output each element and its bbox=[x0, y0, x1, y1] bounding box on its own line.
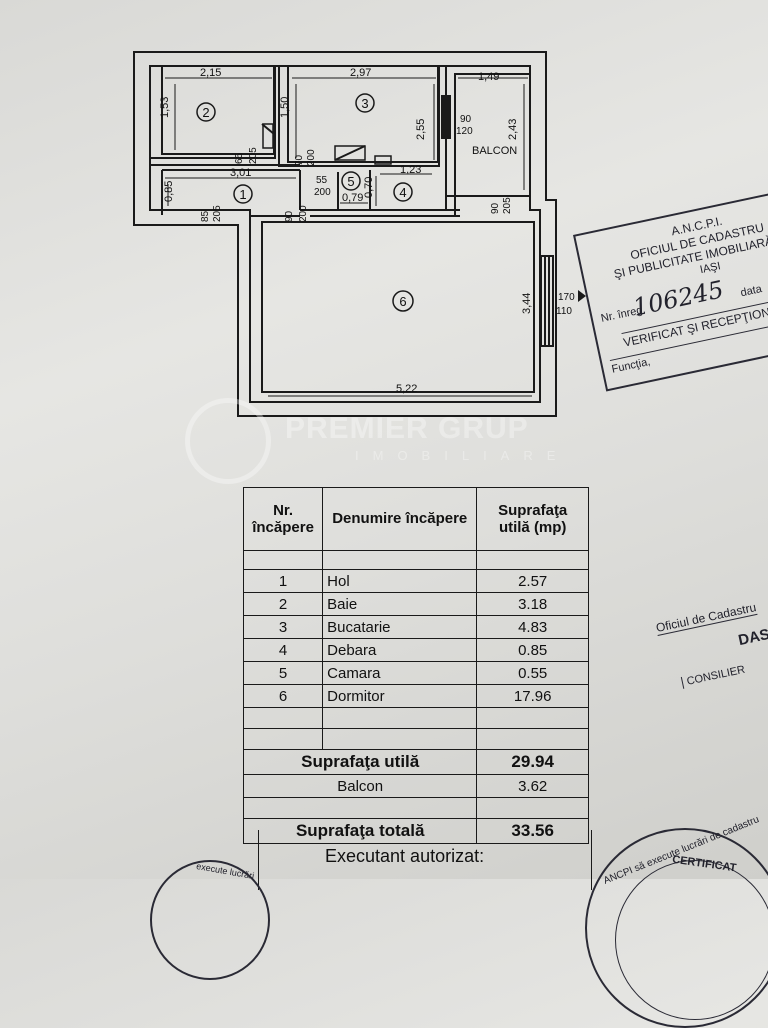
row-area: 0.85 bbox=[476, 638, 589, 662]
header-name: Denumire încăpere bbox=[322, 487, 478, 551]
room-3-walls bbox=[278, 65, 440, 167]
door-label: 170 bbox=[558, 292, 575, 303]
dim-label: 0,79 bbox=[342, 192, 363, 204]
dim-label: 2,15 bbox=[200, 67, 221, 79]
door-label: 70 bbox=[294, 154, 305, 166]
table-row: 5 Camara 0.55 bbox=[242, 661, 589, 685]
executant-box bbox=[258, 830, 592, 890]
executant-label: Executant autorizat: bbox=[325, 846, 485, 866]
row-name: Dormitor bbox=[322, 684, 478, 708]
room-number-1: 1 bbox=[239, 187, 246, 202]
table-row: 3 Bucatarie 4.83 bbox=[242, 615, 589, 639]
table-row: 2 Baie 3.18 bbox=[242, 592, 589, 616]
oficiu-stamp: Oficiul de Cadastru DASC CONSILIER bbox=[648, 557, 768, 698]
useful-area-label: Suprafaţa utilă bbox=[242, 749, 478, 775]
table-row: 6 Dormitor 17.96 bbox=[242, 684, 589, 708]
dim-label: 3,44 bbox=[521, 293, 533, 314]
row-name: Bucatarie bbox=[322, 615, 478, 639]
window-kitchen bbox=[441, 95, 451, 139]
row-nr: 2 bbox=[242, 592, 324, 616]
table-header: Nr. încăpere Denumire încăpere Suprafaţa… bbox=[242, 487, 589, 551]
stamp-line: IAŞI bbox=[698, 260, 722, 277]
door-label: 205 bbox=[212, 205, 223, 222]
door-label: 90 bbox=[284, 210, 295, 222]
door-label: 200 bbox=[314, 187, 331, 198]
stamp-line: CONSILIER bbox=[680, 663, 747, 689]
row-name: Hol bbox=[322, 569, 478, 593]
row-nr: 4 bbox=[242, 638, 324, 662]
watermark: PREMIER GRUP IMOBILIARE bbox=[185, 398, 585, 488]
row-area: 4.83 bbox=[476, 615, 589, 639]
row-area: 17.96 bbox=[476, 684, 589, 708]
door-label: 110 bbox=[556, 306, 572, 317]
row-name: Baie bbox=[322, 592, 478, 616]
balcony-label: Balcon bbox=[242, 774, 478, 798]
row-nr: 5 bbox=[242, 661, 324, 685]
watermark-sub: IMOBILIARE bbox=[355, 448, 570, 463]
room-6-walls bbox=[261, 221, 535, 393]
stamp-data-label: data bbox=[739, 283, 764, 300]
outer-wall bbox=[133, 51, 557, 417]
room-number-3: 3 bbox=[361, 96, 368, 111]
total-area-value: 33.56 bbox=[476, 818, 589, 844]
door-label: 205 bbox=[502, 197, 513, 214]
row-area: 3.18 bbox=[476, 592, 589, 616]
window-bedroom bbox=[540, 255, 554, 347]
header-nr: Nr. încăpere bbox=[242, 487, 324, 551]
row-name: Debara bbox=[322, 638, 478, 662]
room-number-5: 5 bbox=[347, 174, 354, 189]
dim-label: 1,50 bbox=[279, 97, 291, 118]
total-area-row: Suprafaţa totală 33.56 bbox=[242, 818, 589, 844]
useful-area-value: 29.94 bbox=[476, 749, 589, 775]
dim-label: 0,70 bbox=[363, 177, 375, 198]
balcony-row: Balcon 3.62 bbox=[242, 774, 589, 798]
row-name: Camara bbox=[322, 661, 478, 685]
room-number-4: 4 bbox=[399, 185, 406, 200]
dim-label: 2,97 bbox=[350, 67, 371, 79]
dim-label: 0,85 bbox=[163, 181, 175, 202]
row-area: 0.55 bbox=[476, 661, 589, 685]
house-logo-icon bbox=[185, 398, 271, 484]
dim-label: 5,22 bbox=[396, 383, 417, 395]
door-label: 200 bbox=[306, 149, 317, 166]
door-label: 90 bbox=[490, 202, 501, 214]
total-area-label: Suprafaţa totală bbox=[242, 818, 478, 844]
row-nr: 6 bbox=[242, 684, 324, 708]
stamp-line: DASC bbox=[736, 623, 768, 650]
round-seal-inner bbox=[615, 860, 768, 1020]
dim-label: 2,55 bbox=[415, 119, 427, 140]
door-label: 55 bbox=[316, 175, 328, 186]
row-nr: 3 bbox=[242, 615, 324, 639]
door-label: 200 bbox=[298, 205, 309, 222]
door-label: 90 bbox=[460, 114, 472, 125]
row-nr: 1 bbox=[242, 569, 324, 593]
dim-label: 1,53 bbox=[159, 97, 171, 118]
dim-label: 1,23 bbox=[400, 164, 421, 176]
room-number-6: 6 bbox=[399, 294, 406, 309]
dim-label: 1,49 bbox=[478, 71, 499, 83]
row-area: 2.57 bbox=[476, 569, 589, 593]
room-number-2: 2 bbox=[202, 105, 209, 120]
door-label: 65 bbox=[234, 152, 245, 164]
dim-label: 2,43 bbox=[507, 119, 519, 140]
rooms-table: Nr. încăpere Denumire încăpere Suprafaţa… bbox=[242, 487, 589, 844]
table-row: 4 Debara 0.85 bbox=[242, 638, 589, 662]
dim-label: 3,01 bbox=[230, 167, 251, 179]
header-area: Suprafaţa utilă (mp) bbox=[476, 487, 589, 551]
door-label: 120 bbox=[456, 126, 473, 137]
useful-area-row: Suprafaţa utilă 29.94 bbox=[242, 749, 589, 775]
table-row: 1 Hol 2.57 bbox=[242, 569, 589, 593]
balcony-value: 3.62 bbox=[476, 774, 589, 798]
balcony-label: BALCON bbox=[472, 145, 517, 157]
door-label: 205 bbox=[248, 147, 259, 164]
floor-plan: 2,15 2,97 1,49 1,53 1,50 2,55 2,43 3,01 … bbox=[133, 51, 586, 417]
watermark-name: PREMIER GRUP bbox=[285, 412, 529, 445]
door-label: 85 bbox=[200, 210, 211, 222]
